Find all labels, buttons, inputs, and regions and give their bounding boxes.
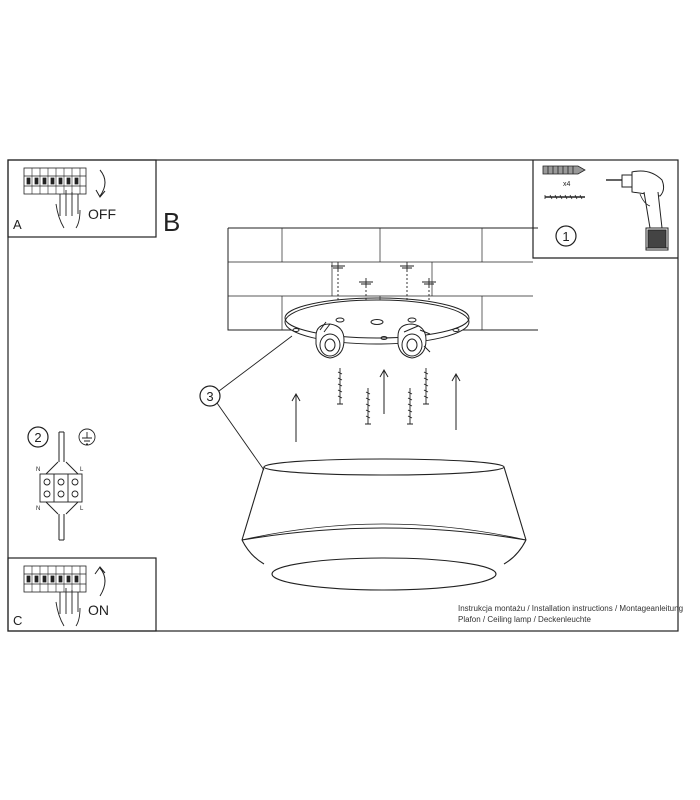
ceiling-screw-left (331, 262, 345, 300)
lamp-cable (45, 501, 79, 541)
panel-a-letter: A (13, 217, 22, 232)
panel-a-box (7, 159, 157, 238)
terminal-label-bottom-left: N (36, 506, 40, 512)
ceiling-screw-right (422, 278, 436, 300)
ground-symbol-icon (78, 428, 96, 446)
screw-icon (544, 194, 585, 200)
anchor-count: x4 (563, 181, 571, 188)
drill-icon (606, 170, 669, 251)
panel-b-letter: B (163, 207, 180, 237)
panel-c-letter: C (13, 613, 22, 628)
lamp-shade (241, 458, 527, 591)
mounting-plate (284, 297, 470, 345)
step-3-number: 3 (206, 389, 213, 404)
caption-instructions: Instrukcja montażu / Installation instru… (458, 604, 684, 613)
breaker-panel-a (23, 167, 87, 195)
step-1-number: 1 (562, 229, 569, 244)
panel-a-action: OFF (88, 206, 116, 222)
step-2-circle (27, 426, 49, 448)
terminal-label-bottom-right: L (80, 506, 84, 512)
arrow-down-icon-a (95, 169, 106, 198)
tools-box (532, 160, 678, 259)
terminal-block (39, 473, 83, 503)
ground-symbol-lines (82, 432, 92, 445)
callout-lines (216, 335, 293, 471)
terminal-label-top-right: L (80, 467, 84, 473)
hand-icon-a (55, 190, 81, 229)
arrow-up-icon-c (94, 566, 106, 597)
hand-icon-c (55, 588, 81, 627)
outer-frame (7, 159, 679, 632)
wall-plug-icon (542, 165, 586, 175)
terminal-label-top-left: N (36, 467, 40, 473)
breaker-panel-c (23, 565, 87, 593)
ceiling-screw-mid-left (359, 278, 373, 300)
lamp-socket-left (315, 321, 345, 359)
supply-cable (45, 431, 79, 475)
ceiling (227, 227, 538, 331)
step-2-number: 2 (34, 430, 41, 445)
caption-product: Plafon / Ceiling lamp / Deckenleuchte (458, 615, 591, 624)
panel-c-box (7, 557, 157, 632)
ceiling-screw-mid-right (400, 262, 414, 300)
arrow-up-icon (291, 368, 461, 442)
step-3-circle (199, 385, 221, 407)
step-1-circle (555, 225, 577, 247)
lamp-socket-right (397, 323, 431, 359)
fixing-screws (337, 368, 429, 425)
panel-c-action: ON (88, 602, 109, 618)
